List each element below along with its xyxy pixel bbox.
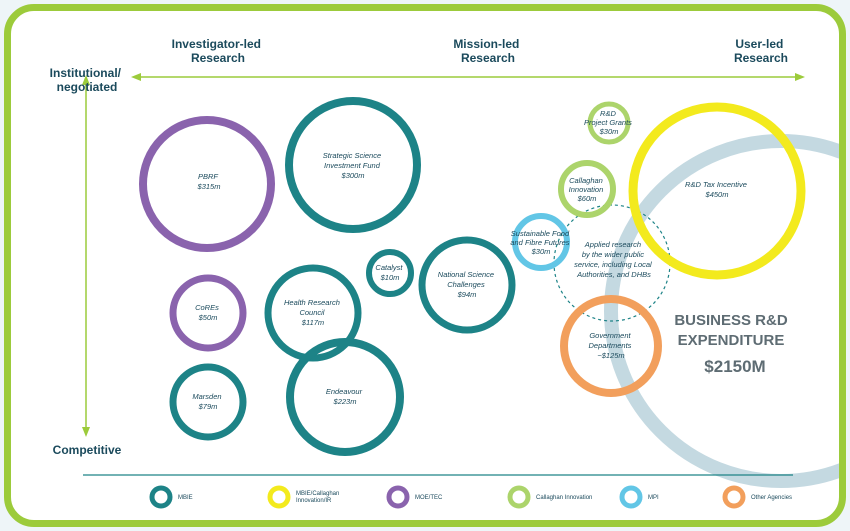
bubble-callaghan-label: Callaghan Innovation $60m — [569, 176, 606, 203]
legend-swatch-moe-tec — [386, 485, 410, 509]
bubble-hrc-label: Health Research Council $117m — [284, 298, 342, 327]
legend-label-mpi: MPI — [648, 495, 659, 501]
legend-swatch-mbie — [149, 485, 173, 509]
heading-user-led: User-led Research — [734, 37, 788, 65]
bubble-pbrf — [139, 116, 275, 252]
bubble-hrc — [264, 264, 362, 362]
applied-research-label: Applied research by the wider public ser… — [574, 240, 654, 279]
bubble-catalyst — [366, 249, 414, 297]
bubble-tax-incentive-label: R&D Tax Incentive $450m — [685, 180, 749, 199]
bubble-callaghan — [558, 160, 616, 218]
legend-swatch-other — [722, 485, 746, 509]
bubble-marsden-label: Marsden $79m — [192, 392, 223, 411]
bubble-nsc-label: National Science Challenges $94m — [438, 270, 496, 299]
bubble-govt-departments-label: Government Departments ~$125m — [588, 331, 633, 360]
bubble-cores-label: CoREs $50m — [195, 303, 221, 322]
funding-diagram: Investigator-led Research Mission-led Re… — [50, 37, 839, 509]
bubble-endeavour — [286, 338, 404, 456]
label-competitive: Competitive — [53, 443, 122, 457]
legend-label-callaghan: Callaghan Innovation — [536, 495, 592, 501]
legend-label-moe-tec: MOE/TEC — [415, 495, 443, 501]
legend-swatch-callaghan — [507, 485, 531, 509]
label-institutional: Institutional/ negotiated — [50, 66, 125, 94]
business-title-line1: BUSINESS R&D — [674, 312, 788, 329]
legend-label-mbie-callaghan-ir: MBIE/Callaghan Innovation/IR — [296, 491, 341, 504]
bubble-marsden — [169, 363, 247, 441]
funding-bubbles: PBRF $315m Strategic Science Investment … — [139, 97, 806, 456]
legend: MBIE MBIE/Callaghan Innovation/IR MOE/TE… — [149, 485, 792, 509]
business-amount: $2150M — [704, 357, 765, 376]
bubble-rd-grants-label: R&D Project Grants $30m — [584, 109, 634, 136]
diagram-frame: Investigator-led Research Mission-led Re… — [4, 4, 846, 527]
heading-investigator-led: Investigator-led Research — [172, 37, 265, 65]
legend-swatch-mpi — [619, 485, 643, 509]
vertical-axis — [82, 75, 90, 437]
heading-mission-led: Mission-led Research — [453, 37, 522, 65]
legend-label-other: Other Agencies — [751, 495, 792, 501]
legend-label-mbie: MBIE — [178, 495, 193, 501]
bubble-nsc — [418, 236, 516, 334]
bubble-sffff — [512, 213, 570, 271]
bubble-catalyst-label: Catalyst $10m — [375, 263, 404, 282]
bubble-ssif-label: Strategic Science Investment Fund $300m — [323, 151, 383, 180]
bubble-sffff-label: Sustainable Food and Fibre Futures $30m — [510, 229, 571, 256]
bubble-pbrf-label: PBRF $315m — [197, 172, 221, 191]
bubble-rd-grants — [587, 101, 631, 145]
bubble-cores — [169, 274, 247, 352]
bubble-endeavour-label: Endeavour $223m — [326, 387, 364, 406]
business-title-line2: EXPENDITURE — [678, 332, 785, 349]
legend-swatch-mbie-callaghan-ir — [267, 485, 291, 509]
bubble-tax-incentive — [628, 102, 806, 280]
bubble-ssif — [285, 97, 421, 233]
horizontal-axis — [131, 73, 805, 81]
bubble-govt-departments — [560, 295, 662, 397]
